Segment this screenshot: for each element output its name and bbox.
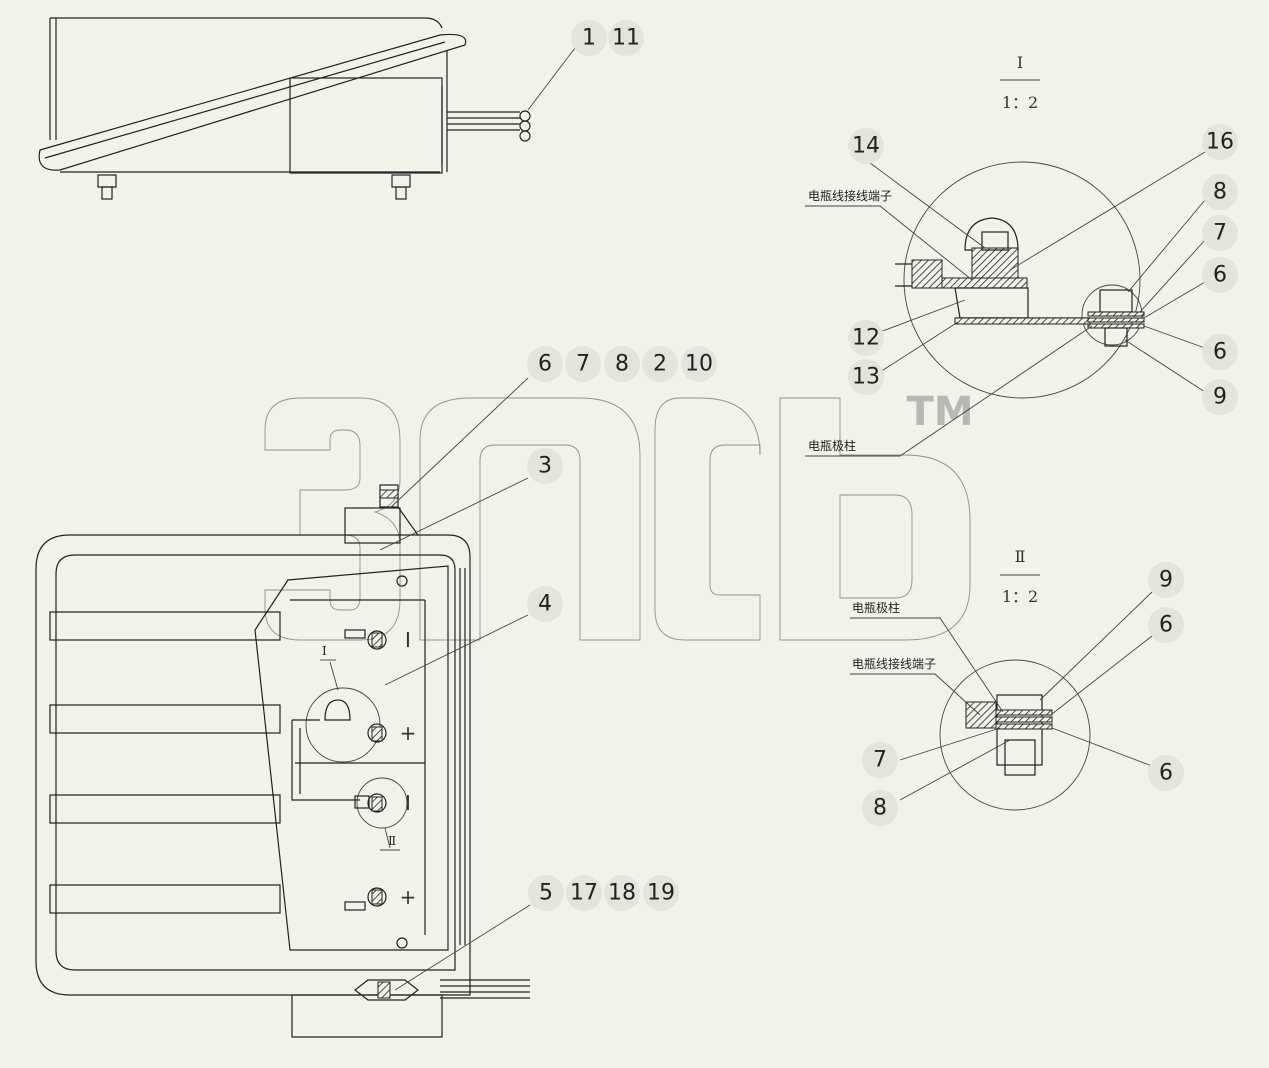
view-mark-I: I [322,644,327,658]
callout-7-ii: 7 [873,748,887,773]
watermark-logo: TM [264,389,974,641]
detail-II-post-label: 电瓶极柱 [852,600,900,615]
callout-9-ii: 9 [1159,568,1173,593]
callout-7-main: 7 [576,352,590,377]
detail-I-post-label: 电瓶极柱 [808,438,856,453]
callout-7: 7 [1213,221,1227,246]
callout-14: 14 [852,134,880,159]
detail-II-scale: 1：2 [1002,587,1038,606]
main-view: Ⅰ + Ⅰ + I Ⅱ [35,377,531,1038]
callout-2-main: 2 [653,352,667,377]
callout-8: 8 [1213,180,1227,205]
polarity-2: + [400,721,417,745]
detail-I-terminal-label: 电瓶线接线端子 [808,188,892,203]
callout-group-detail-II: 9 6 7 6 8 [862,562,1184,826]
callout-group-detail-I: 14 16 8 7 6 12 6 13 9 [848,124,1238,415]
callout-group-main-bottom: 5 17 18 19 [528,875,679,911]
detail-I: I 1：2 电瓶线接线端子 电瓶极柱 [805,53,1206,457]
callout-13: 13 [852,365,880,390]
side-view [38,17,576,200]
callout-10-main: 10 [685,352,713,377]
callout-8-ii: 8 [873,796,887,821]
callout-6-ii: 6 [1159,613,1173,638]
view-mark-II: Ⅱ [388,834,396,848]
callout-4: 4 [538,592,552,617]
callout-3: 3 [538,454,552,479]
callout-group-main-top: 6 7 8 2 10 3 4 [527,346,717,622]
callout-6b: 6 [1213,340,1227,365]
polarity-4: + [400,885,417,909]
callout-6b-ii: 6 [1159,761,1173,786]
detail-II-title: Ⅱ [1015,547,1026,566]
callout-19: 19 [647,881,675,906]
callout-1: 1 [582,26,596,51]
detail-I-title: I [1017,53,1023,72]
callout-group-top: 1 11 [571,20,644,56]
callout-6-main: 6 [538,352,552,377]
callout-5: 5 [539,881,553,906]
callout-17: 17 [570,881,598,906]
callout-11: 11 [612,26,640,51]
trademark-symbol: TM [906,389,973,435]
detail-I-scale: 1：2 [1002,93,1038,112]
detail-II-terminal-label: 电瓶线接线端子 [852,656,936,671]
callout-16: 16 [1206,130,1234,155]
callout-18: 18 [608,881,636,906]
polarity-1: Ⅰ [405,628,411,652]
callout-8-main: 8 [615,352,629,377]
callout-9: 9 [1213,385,1227,410]
callout-12: 12 [852,326,880,351]
polarity-3: Ⅰ [405,791,411,815]
detail-II: Ⅱ 1：2 电瓶极柱 电瓶线接线端子 [850,547,1153,811]
callout-6: 6 [1213,263,1227,288]
